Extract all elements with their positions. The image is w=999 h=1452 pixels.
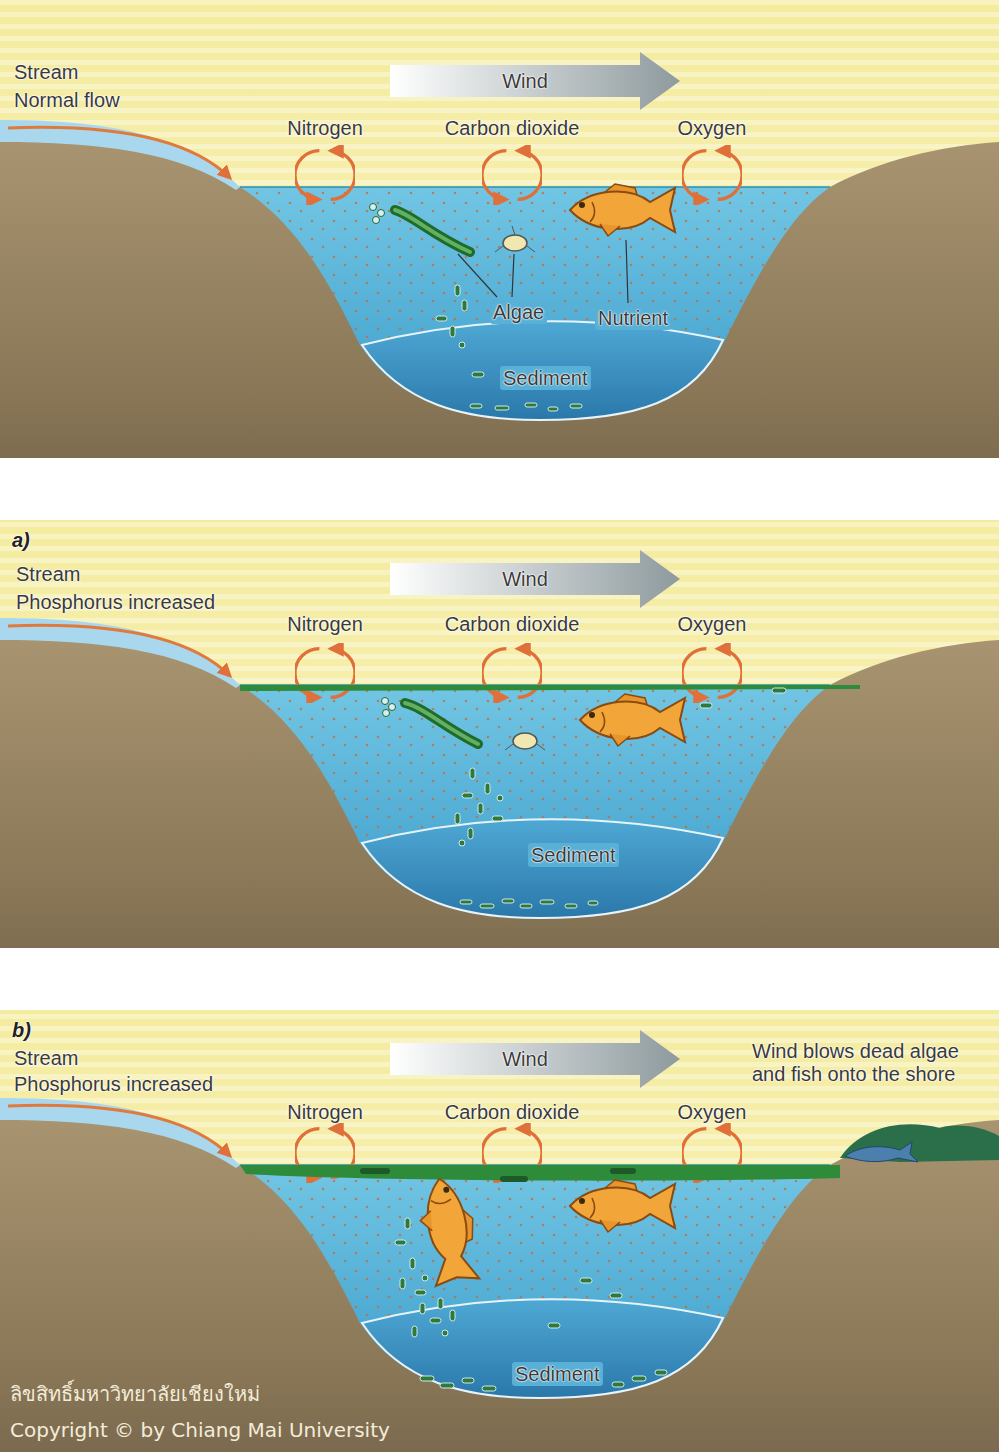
gas-cycle-label: Nitrogen [287,1100,363,1124]
note-label: Wind blows dead algae and fish onto the … [752,1040,992,1086]
part-label: Sediment [512,1362,603,1386]
gas-cycle-label: Nitrogen [287,116,363,140]
fish [580,694,685,746]
part-label: Nutrient [595,306,671,330]
algae-filament [382,698,479,745]
bloom-lake-panel [0,918,999,1452]
stream-label: Stream [16,562,80,586]
gas-cycle-label: Carbon dioxide [445,116,580,140]
gas-cycle-label: Carbon dioxide [445,612,580,636]
dead-fish [414,1174,483,1286]
dead-algae-on-shore [840,1124,999,1162]
part-label: Sediment [500,366,591,390]
gas-cycle-label: Nitrogen [287,612,363,636]
wind-label: Wind [502,1047,548,1071]
fish [570,184,675,236]
flow-label: Phosphorus increased [16,590,215,614]
dead-fish-on-shore [845,1142,918,1162]
part-label: Sediment [528,843,619,867]
gas-cycle-label: Oxygen [678,612,747,636]
watermark: Copyright © by Chiang Mai University [10,1418,390,1442]
sediment-particles [455,688,786,908]
algae-layer [240,1165,840,1181]
stream-label: Stream [14,1046,78,1070]
leader-line [458,240,628,303]
flow-label: Phosphorus increased [14,1072,213,1096]
sediment-particles [395,1218,667,1391]
zooplankton [505,733,545,750]
stream-label: Stream [14,60,78,84]
sediment-particles [436,285,582,411]
algae-filament [370,204,471,253]
algae-layer [240,685,860,691]
gas-cycle-label: Carbon dioxide [445,1100,580,1124]
algae-mats [360,1168,636,1182]
gas-cycle-label: Oxygen [678,1100,747,1124]
flow-label: Normal flow [14,88,120,112]
watermark: ลิขสิทธิ์มหาวิทยาลัยเชียงใหม่ [10,1382,260,1406]
part-label: Algae [490,300,547,324]
fish [570,1180,675,1232]
panel-letter: b) [12,1018,31,1042]
wind-label: Wind [502,69,548,93]
zooplankton [495,226,535,252]
panel-letter: a) [12,528,30,552]
wind-label: Wind [502,567,548,591]
gas-cycle-label: Oxygen [678,116,747,140]
